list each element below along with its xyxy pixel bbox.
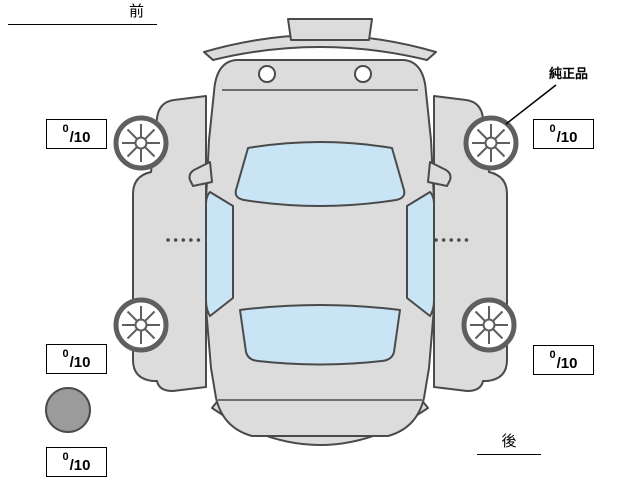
hood-left-circle <box>258 65 276 83</box>
tread-value: 0 <box>62 451 69 463</box>
tread-max: /10 <box>556 354 578 372</box>
rear-right-wheel-icon <box>464 300 514 350</box>
right-mirror <box>427 161 452 187</box>
tread-max: /10 <box>69 456 91 474</box>
rear-label: 後 <box>477 432 541 455</box>
rear-left-wheel-icon <box>116 300 166 350</box>
tread-max: /10 <box>556 128 578 146</box>
front-bumper <box>203 34 437 61</box>
tread-value: 0 <box>549 123 556 135</box>
rear-window-glass <box>239 304 401 366</box>
tread-max: /10 <box>69 353 91 371</box>
tread-value: 0 <box>549 349 556 361</box>
right-side-window-glass <box>406 191 435 317</box>
tread-score-front-right: 0 /10 <box>533 119 594 149</box>
tread-value: 0 <box>62 348 69 360</box>
front-label-text: 前 <box>128 3 144 20</box>
spare-tire-icon <box>45 387 91 433</box>
left-side-window-glass <box>205 191 234 317</box>
front-right-wheel-icon <box>466 118 516 168</box>
tread-score-front-left: 0 /10 <box>46 119 107 149</box>
left-mirror <box>188 161 213 187</box>
genuine-part-label-text: 純正品 <box>549 66 589 81</box>
genuine-part-pointer-line <box>505 84 557 125</box>
car-body <box>205 59 435 437</box>
tread-score-spare: 0 /10 <box>46 447 107 477</box>
rear-label-text: 後 <box>501 433 517 450</box>
front-bumper-center <box>287 18 373 41</box>
tread-score-rear-right: 0 /10 <box>533 345 594 375</box>
tread-max: /10 <box>69 128 91 146</box>
tread-value: 0 <box>62 123 69 135</box>
windshield-glass <box>234 141 406 207</box>
tread-score-rear-left: 0 /10 <box>46 344 107 374</box>
front-left-wheel-icon <box>116 118 166 168</box>
genuine-part-label: 純正品 <box>549 64 588 84</box>
front-label: 前 <box>8 2 157 25</box>
hood-right-circle <box>354 65 372 83</box>
